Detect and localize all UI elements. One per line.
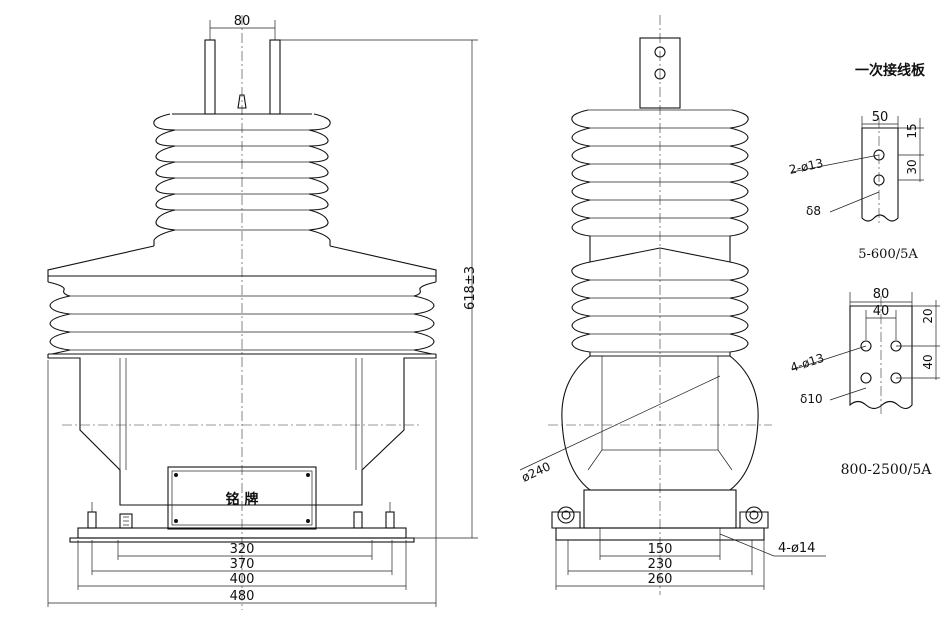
plate-b: 80 40 20 40 4-ø13 δ10 800-2500/5A	[789, 287, 940, 478]
bolt-group	[87, 502, 395, 529]
plate-a-holes: 2-ø13	[788, 156, 825, 177]
terminal-title: 一次接线板	[855, 62, 926, 79]
terminal-panel: 一次接线板 50 15 30 2-ø13 δ8 5-600/5A	[788, 62, 940, 478]
plate-b-holes: 4-ø13	[789, 351, 826, 375]
dim-base-320: 320	[230, 542, 255, 557]
side-terminal	[639, 37, 681, 109]
plate-a: 50 15 30 2-ø13 δ8 5-600/5A	[788, 110, 924, 262]
top-nipple	[237, 94, 247, 109]
diameter-leader	[519, 375, 721, 471]
dim-diameter: ø240	[519, 459, 552, 484]
plate-b-rating: 800-2500/5A	[841, 462, 933, 478]
lower-sheds	[47, 281, 437, 355]
dim-side-260: 260	[648, 572, 673, 587]
plate-a-width: 50	[872, 110, 889, 125]
upper-sheds	[153, 113, 331, 246]
side-base-plate	[555, 527, 765, 541]
side-upper-sheds	[571, 109, 749, 244]
plate-b-top: 20	[921, 308, 935, 323]
plate-b-spacing: 40	[921, 354, 935, 369]
terminal-bar-left	[204, 39, 216, 115]
dim-height: 618±3	[463, 266, 478, 310]
dim-side-230: 230	[648, 557, 673, 572]
plate-b-outer: 80	[873, 287, 890, 302]
dim-base-400: 400	[230, 572, 255, 587]
side-view: ø240 150 230 260 4-ø14	[519, 15, 826, 595]
dim-side-150: 150	[648, 542, 673, 557]
front-dimensions: 80 618±3 320 370 400 480	[47, 14, 478, 607]
plate-a-top: 15	[905, 123, 919, 138]
nameplate	[167, 466, 317, 530]
plate-a-spacing: 30	[905, 159, 919, 174]
plate-b-inner: 40	[873, 304, 890, 319]
dim-base-370: 370	[230, 557, 255, 572]
terminal-bar-right	[269, 39, 281, 115]
plate-a-thickness: δ8	[806, 204, 821, 218]
front-view: 铭 牌 80 618±3 320 370	[47, 14, 478, 610]
side-lower-sheds	[571, 261, 749, 356]
nameplate-text: 铭 牌	[226, 491, 259, 508]
plate-b-thickness: δ10	[800, 392, 823, 406]
dim-top-width: 80	[234, 14, 251, 29]
side-bolts	[551, 506, 769, 529]
shoulder	[47, 245, 437, 282]
dim-base-480: 480	[230, 589, 255, 604]
side-dimensions: 150 230 260 4-ø14	[555, 528, 826, 590]
dim-side-holes: 4-ø14	[778, 541, 815, 556]
body-outline	[47, 354, 437, 506]
plate-a-rating: 5-600/5A	[858, 247, 918, 262]
